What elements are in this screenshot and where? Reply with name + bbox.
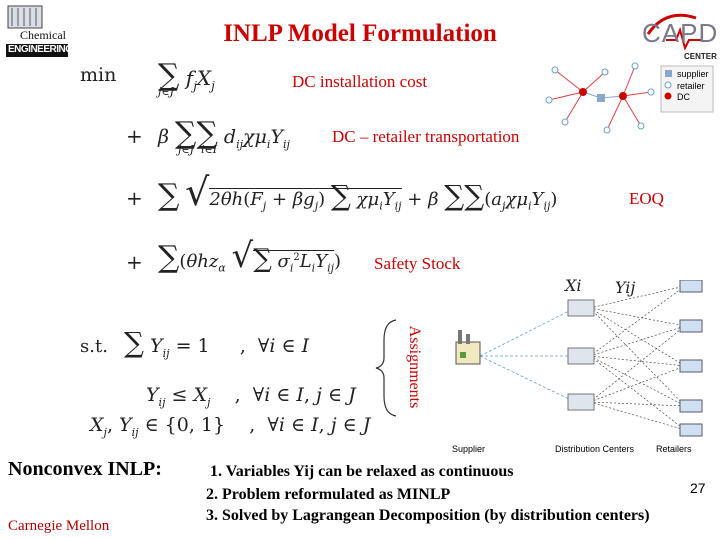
point-3: 3. Solved by Lagrangean Decomposition (b… [206, 507, 650, 524]
term-transport-formula: β ∑∑ dijχμiYij j∈J i∈I [158, 116, 290, 156]
min-label: min [80, 64, 117, 86]
label-dc-installation: DC installation cost [292, 72, 428, 91]
assignments-bracket [375, 319, 397, 417]
assignments-label: Assignments [406, 325, 423, 409]
plus-sign-3: + [126, 250, 143, 274]
yij-label: Yij [615, 278, 636, 297]
capd-logo-icon [646, 13, 702, 51]
legend-retailer: retailer [677, 81, 705, 91]
network-legend-graph: supplier retailer DC [535, 52, 715, 152]
cheme-logo-line1: Chemical [20, 28, 66, 42]
page-number: 27 [690, 480, 706, 496]
point-1: 1. Variables Yij can be relaxed as conti… [210, 463, 514, 480]
cheme-logo: Chemical ENGINEERING [4, 4, 73, 58]
capd-logo-text: CAPD [642, 18, 719, 48]
constraint-1: ∑ Yij = 1 , ∀i ∈ I [124, 326, 310, 360]
cmu-logo: Carnegie Mellon [8, 518, 110, 534]
col-dc-label: Distribution Centers [555, 444, 635, 454]
supplier-factory-icon [455, 330, 481, 365]
constraint-2: Yij ≤ Xj , ∀i ∈ I, j ∈ J [146, 384, 356, 409]
xi-label: Xi [565, 276, 582, 295]
legend-dc: DC [677, 92, 690, 102]
term-safety-formula: ∑(θhzα √∑ σi2LiYij) [158, 236, 342, 276]
plus-sign-2: + [126, 186, 143, 210]
term-eoq-formula: ∑ √2θh(Fj + βgj) ∑ χμiYij + β ∑∑(ajχμiYi… [158, 170, 558, 214]
nonconvex-label: Nonconvex INLP: [8, 458, 162, 480]
cheme-building-icon [4, 4, 68, 58]
term-install-formula: ∑ fjXj j∈J [158, 58, 215, 98]
plus-sign-1: + [126, 124, 143, 148]
point-2: 2. Problem reformulated as MINLP [206, 486, 451, 503]
label-eoq: EOQ [629, 189, 664, 208]
col-retailers-label: Retailers [656, 444, 692, 454]
label-dc-retailer: DC – retailer transportation [332, 127, 520, 146]
capd-logo: CAPD CENTER [636, 4, 718, 64]
col-supplier-label: Supplier [452, 444, 486, 454]
page-title: INLP Model Formulation [223, 20, 497, 47]
legend-supplier: supplier [677, 69, 709, 79]
dc-network-graph-icon [545, 62, 714, 134]
capd-logo-sub: CENTER [684, 52, 717, 61]
supply-network-diagram [455, 280, 703, 437]
cheme-logo-line2: ENGINEERING [8, 44, 73, 55]
constraint-3: Xj, Yij ∈ {0, 1} , ∀i ∈ I, j ∈ J [90, 414, 371, 439]
label-safety-stock: Safety Stock [374, 254, 461, 273]
st-label: s.t. [80, 336, 108, 357]
